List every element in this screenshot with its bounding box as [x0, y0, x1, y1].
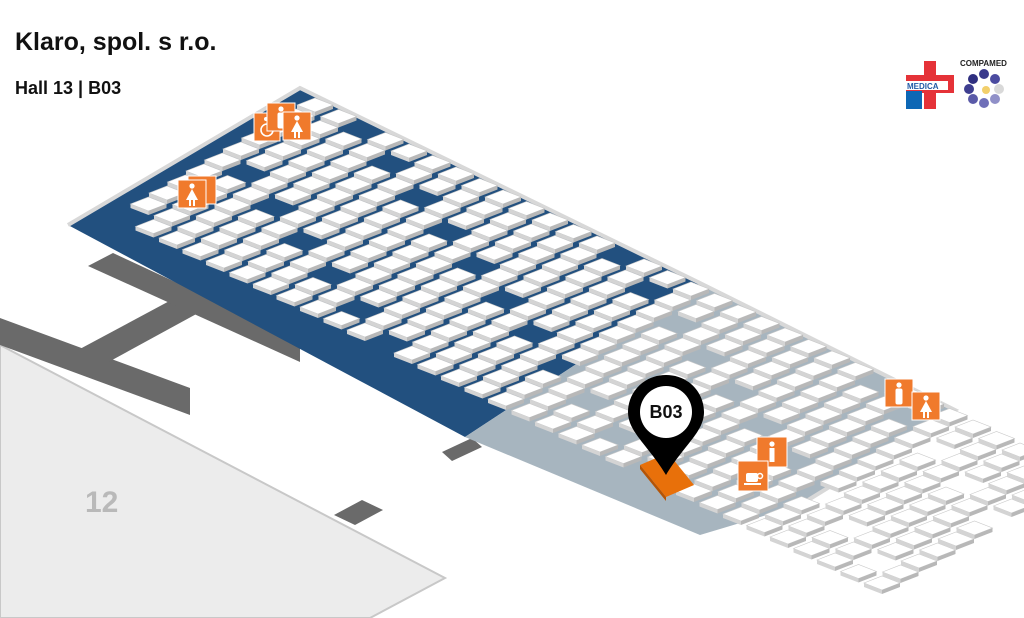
company-name: Klaro, spol. s r.o.	[15, 28, 217, 56]
hall-12-label: 12	[85, 486, 118, 519]
compamed-logo-text: COMPAMED	[960, 59, 1007, 68]
booth[interactable]	[840, 564, 877, 583]
walkway	[442, 438, 482, 461]
walkway	[0, 318, 190, 415]
hall-booth-location: Hall 13 | B03	[15, 78, 122, 98]
men-wc-icon[interactable]	[884, 378, 914, 408]
booth-marker-label: B03	[649, 402, 682, 422]
medica-logo: MEDICA	[906, 61, 954, 109]
cafe-icon[interactable]	[737, 460, 769, 492]
booth-marker-pin[interactable]: B03	[628, 375, 704, 475]
hall-12	[0, 343, 448, 618]
women-wc-icon[interactable]	[911, 391, 941, 421]
booth-b03-highlight[interactable]	[640, 453, 694, 501]
compamed-logo: COMPAMED	[960, 59, 1007, 108]
women-wc-icon[interactable]	[177, 179, 207, 209]
women-wc-icon[interactable]	[282, 111, 312, 141]
walkway	[334, 500, 383, 525]
walkway	[88, 253, 300, 362]
walkway	[78, 298, 200, 365]
medica-logo-text: MEDICA	[907, 82, 939, 91]
